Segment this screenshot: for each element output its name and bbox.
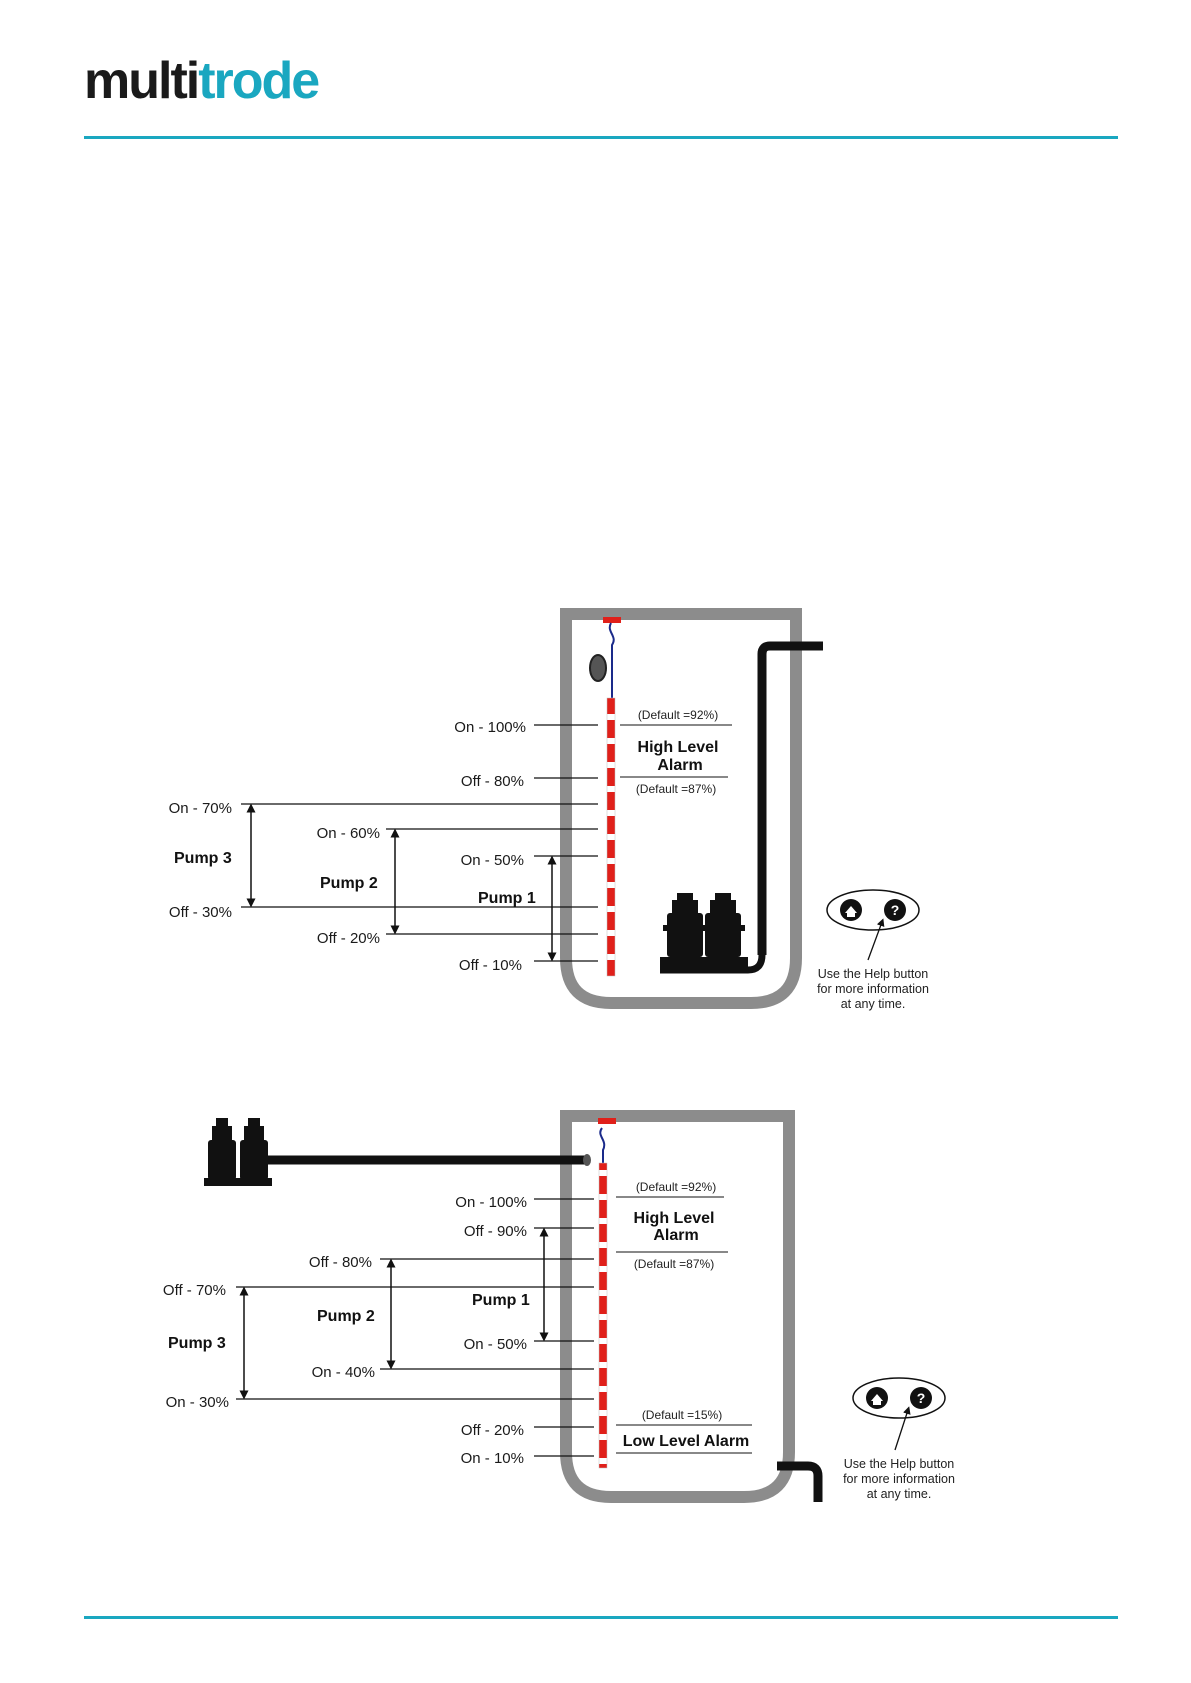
home-icon-2: [866, 1387, 888, 1409]
level-label-off20: Off - 20%: [317, 930, 380, 947]
logo-text-accent: trode: [198, 52, 319, 110]
footer-rule: [84, 1616, 1118, 1619]
float-sensor: [589, 654, 607, 682]
pump3-label-2: Pump 3: [168, 1335, 226, 1352]
level-label-on50: On - 50%: [461, 852, 524, 869]
level-label-on100-2: On - 100%: [455, 1194, 527, 1211]
pump2-label: Pump 2: [320, 875, 378, 892]
diagram-top: On - 100% Off - 80% On - 70% On - 60% On…: [169, 608, 929, 1011]
level-label-on70: On - 70%: [169, 800, 232, 817]
high-alarm-line1: High Level: [638, 739, 719, 756]
help-text-line3: at any time.: [841, 997, 906, 1011]
level-label-on60: On - 60%: [317, 825, 380, 842]
help-icon-2: ?: [910, 1387, 932, 1409]
level-probe-2: [598, 1162, 608, 1469]
high-alarm-line2: Alarm: [657, 757, 702, 774]
level-label-off80: Off - 80%: [461, 773, 524, 790]
level-label-on10-2: On - 10%: [461, 1450, 524, 1467]
low-alarm-label: Low Level Alarm: [623, 1433, 750, 1450]
help-text-line1-2: Use the Help button: [844, 1457, 955, 1471]
outlet-pipe: [777, 1461, 823, 1502]
level-label-off70-2: Off - 70%: [163, 1282, 226, 1299]
high-alarm-line2-2: Alarm: [653, 1227, 698, 1244]
level-label-off80-2: Off - 80%: [309, 1254, 372, 1271]
pump3-label: Pump 3: [174, 850, 232, 867]
high-alarm-default-top-2: (Default =92%): [636, 1180, 716, 1194]
help-text-line1: Use the Help button: [818, 967, 929, 981]
header-rule: [84, 136, 1118, 139]
level-label-on50-2: On - 50%: [464, 1336, 527, 1353]
high-alarm-default-top: (Default =92%): [638, 708, 718, 722]
probe-cap-2: [598, 1118, 616, 1124]
svg-text:?: ?: [891, 902, 900, 918]
logo-text-dark: multi: [84, 52, 198, 110]
external-pump-2: [236, 1118, 272, 1186]
probe-cap: [603, 617, 621, 623]
submersible-pump-1: [660, 893, 710, 967]
pump1-label: Pump 1: [478, 890, 536, 907]
high-alarm-line1-2: High Level: [634, 1210, 715, 1227]
low-alarm-default: (Default =15%): [642, 1408, 722, 1422]
help-icon: ?: [884, 899, 906, 921]
discharge-pipe: [757, 641, 823, 955]
submersible-pump-2: [698, 893, 748, 967]
home-icon: [840, 899, 862, 921]
level-label-off10: Off - 10%: [459, 957, 522, 974]
external-pump-1: [204, 1118, 240, 1186]
probe-cable: [608, 622, 615, 700]
svg-text:multitrode: multitrode: [84, 52, 319, 110]
pump2-label-2: Pump 2: [317, 1308, 375, 1325]
high-alarm-default-bottom-2: (Default =87%): [634, 1257, 714, 1271]
level-lines: [241, 724, 598, 962]
pump1-label-2: Pump 1: [472, 1292, 530, 1309]
help-text-line2: for more information: [817, 982, 929, 996]
svg-text:?: ?: [917, 1390, 926, 1406]
multitrode-logo: multitrode: [84, 52, 321, 110]
level-label-on40-2: On - 40%: [312, 1364, 375, 1381]
level-label-off20-2: Off - 20%: [461, 1422, 524, 1439]
high-alarm-default-bottom: (Default =87%): [636, 782, 716, 796]
level-lines-2: [236, 1198, 594, 1457]
help-text-line2-2: for more information: [843, 1472, 955, 1486]
level-label-off90-2: Off - 90%: [464, 1223, 527, 1240]
level-label-off30: Off - 30%: [169, 904, 232, 921]
level-label-on30-2: On - 30%: [166, 1394, 229, 1411]
level-label-on100: On - 100%: [454, 719, 526, 736]
probe-cable-2: [599, 1127, 606, 1165]
diagram-bottom: On - 100% Off - 90% Off - 80% Off - 70% …: [163, 1110, 955, 1503]
level-probe: [606, 697, 616, 977]
wet-well-wall: [560, 608, 802, 1009]
help-text-line3-2: at any time.: [867, 1487, 932, 1501]
